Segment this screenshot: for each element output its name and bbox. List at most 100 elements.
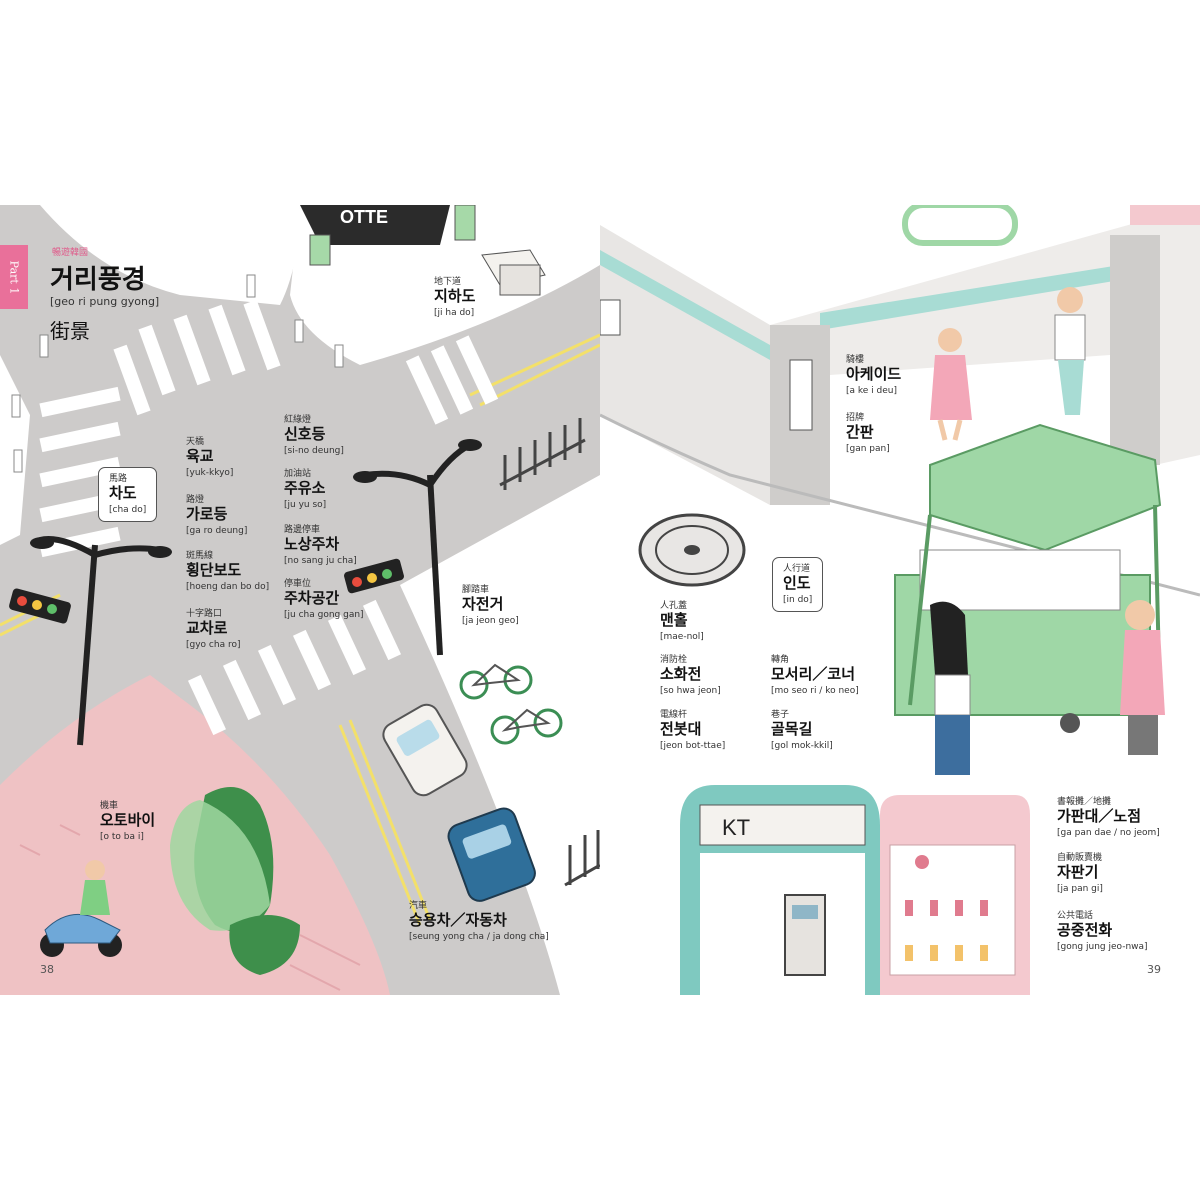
vocab-zh: 天橋 bbox=[186, 437, 205, 447]
vocab-label-nosang: 路邊停車 노상주차 [no sang ju cha] bbox=[284, 525, 357, 566]
car-icon bbox=[447, 807, 536, 902]
bollards bbox=[11, 274, 344, 473]
vocab-ko: 자판기 bbox=[1057, 863, 1099, 882]
yellow-line-bottom bbox=[338, 719, 432, 926]
vocab-zh: 電線杆 bbox=[660, 710, 688, 720]
vocab-ko: 가로등 bbox=[186, 505, 228, 524]
vocab-label-moseori: 轉角 모서리／코너 [mo seo ri / ko neo] bbox=[771, 655, 859, 696]
fence-bottom-right bbox=[564, 830, 600, 887]
right-page: KT 騎樓 아케이드 [a ke i deu] 招牌 간판 [gan pan] … bbox=[600, 205, 1200, 995]
sidewalk-edge bbox=[600, 413, 1200, 597]
vocab-zh: 轉角 bbox=[771, 655, 790, 665]
vocab-label-otobai: 機車 오토바이 [o to ba i] bbox=[100, 801, 155, 842]
phone-booth-icon bbox=[680, 785, 880, 995]
vocab-zh: 汽車 bbox=[409, 901, 428, 911]
traffic-light-icon bbox=[9, 588, 71, 624]
vocab-label-sohwajeon: 消防栓 소화전 [so hwa jeon] bbox=[660, 655, 721, 696]
vocab-ko: 골목길 bbox=[771, 720, 813, 739]
vocab-ko: 차도 bbox=[109, 484, 137, 503]
pillar-right bbox=[1110, 235, 1160, 465]
vocab-ko: 신호등 bbox=[284, 425, 326, 444]
vocab-rom: [so hwa jeon] bbox=[660, 685, 721, 696]
vocab-label-maenhol: 人孔蓋 맨홀 [mae-nol] bbox=[660, 601, 704, 642]
vocab-rom: [si-no deung] bbox=[284, 445, 344, 456]
vocab-rom: [mo seo ri / ko neo] bbox=[771, 685, 859, 696]
vocab-zh: 斑馬線 bbox=[186, 551, 214, 561]
vocab-label-arcade: 騎樓 아케이드 [a ke i deu] bbox=[846, 355, 901, 396]
scooter-icon bbox=[40, 860, 122, 957]
page-title: 거리풍경 bbox=[50, 265, 146, 295]
street-illustration: OTTE bbox=[0, 205, 600, 995]
building-pink-sign bbox=[1130, 205, 1200, 225]
vocab-rom: [gol mok-kkil] bbox=[771, 740, 833, 751]
lamp-head-right bbox=[148, 546, 172, 558]
vocab-label-jajeongeo: 腳踏車 자전거 [ja jeon geo] bbox=[462, 585, 519, 626]
page-number-right: 39 bbox=[1147, 963, 1161, 976]
person-icon bbox=[930, 328, 972, 441]
vocab-rom: [gong jung jeo-nwa] bbox=[1057, 941, 1148, 952]
vocab-zh: 人行道 bbox=[783, 564, 811, 574]
building-teal-band-right bbox=[820, 265, 1120, 330]
vocab-zh: 自動販賣機 bbox=[1057, 853, 1103, 863]
sidewalk-tiles bbox=[19, 824, 361, 991]
vocab-ko: 지하도 bbox=[434, 287, 476, 306]
vocab-label-indo: 人行道 인도 [in do] bbox=[772, 557, 824, 612]
vocab-ko: 가판대／노점 bbox=[1057, 807, 1142, 826]
vocab-label-juchagonggan: 停車位 주차공간 [ju cha gong gan] bbox=[284, 579, 364, 620]
vocab-ko: 공중전화 bbox=[1057, 921, 1113, 940]
vocab-label-sinhodeung: 紅綠燈 신호등 [si-no deung] bbox=[284, 415, 344, 456]
vocab-zh: 十字路口 bbox=[186, 609, 223, 619]
vocab-rom: [yuk-kkyo] bbox=[186, 467, 234, 478]
booth-sign-text: KT bbox=[722, 815, 750, 840]
vocab-rom: [gan pan] bbox=[846, 443, 890, 454]
vocab-ko: 인도 bbox=[783, 574, 811, 593]
vocab-rom: [ga pan dae / no jeom] bbox=[1057, 827, 1160, 838]
vocab-zh: 腳踏車 bbox=[462, 585, 490, 595]
vocab-zh: 消防栓 bbox=[660, 655, 688, 665]
vocab-zh: 紅綠燈 bbox=[284, 415, 312, 425]
person-icon bbox=[1120, 600, 1165, 755]
page-title-romanization: [geo ri pung gyong] bbox=[50, 295, 160, 308]
vocab-rom: [gyo cha ro] bbox=[186, 639, 241, 650]
tree-icon bbox=[170, 787, 300, 975]
vocab-rom: [ga ro deung] bbox=[186, 525, 248, 536]
vocab-zh: 書報攤／地攤 bbox=[1057, 797, 1112, 807]
vocab-ko: 육교 bbox=[186, 447, 214, 466]
vocab-ko: 아케이드 bbox=[846, 365, 902, 384]
vocab-rom: [ji ha do] bbox=[434, 307, 475, 318]
vocab-ko: 모서리／코너 bbox=[771, 665, 856, 684]
vocab-ko: 맨홀 bbox=[660, 611, 688, 630]
fence-top-right bbox=[499, 418, 586, 490]
building-top bbox=[300, 205, 476, 266]
vocab-label-juyuso: 加油站 주유소 [ju yu so] bbox=[284, 469, 326, 510]
lamp-head-left-2 bbox=[353, 471, 377, 483]
bicycle-icon bbox=[490, 708, 563, 745]
vocab-ko: 소화전 bbox=[660, 665, 702, 684]
vocab-zh: 地下道 bbox=[434, 277, 462, 287]
vocab-ko: 주차공간 bbox=[284, 589, 340, 608]
vocab-ko: 자전거 bbox=[462, 595, 504, 614]
vocab-zh: 公共電話 bbox=[1057, 911, 1094, 921]
street-illustration-right: KT bbox=[600, 205, 1200, 995]
vocab-ko: 승용차／자동차 bbox=[409, 911, 507, 930]
vocab-zh: 招牌 bbox=[846, 413, 865, 423]
vocab-rom: [ja jeon geo] bbox=[462, 615, 519, 626]
lamp-head-left bbox=[30, 537, 54, 549]
car-icon bbox=[382, 703, 468, 797]
bicycle-icon bbox=[459, 663, 533, 700]
crosswalk-right bbox=[405, 335, 499, 425]
vending-machine-icon bbox=[880, 795, 1030, 995]
vocab-ko: 전봇대 bbox=[660, 720, 702, 739]
vocab-label-garodeung: 路燈 가로등 [ga ro deung] bbox=[186, 495, 247, 536]
vocab-label-hoengdan: 斑馬線 횡단보도 [hoeng dan bo do] bbox=[186, 551, 269, 592]
vocab-ko: 간판 bbox=[846, 423, 874, 442]
building-round-sign bbox=[902, 205, 1018, 246]
vocab-rom: [jeon bot-ttae] bbox=[660, 740, 726, 751]
left-page: OTTE bbox=[0, 205, 600, 995]
vocab-zh: 機車 bbox=[100, 801, 119, 811]
vocab-ko: 주유소 bbox=[284, 479, 326, 498]
vocab-zh: 人孔蓋 bbox=[660, 601, 688, 611]
building-sign-text: OTTE bbox=[340, 207, 388, 227]
page-number-left: 38 bbox=[40, 963, 54, 976]
vocab-zh: 巷子 bbox=[771, 710, 790, 720]
